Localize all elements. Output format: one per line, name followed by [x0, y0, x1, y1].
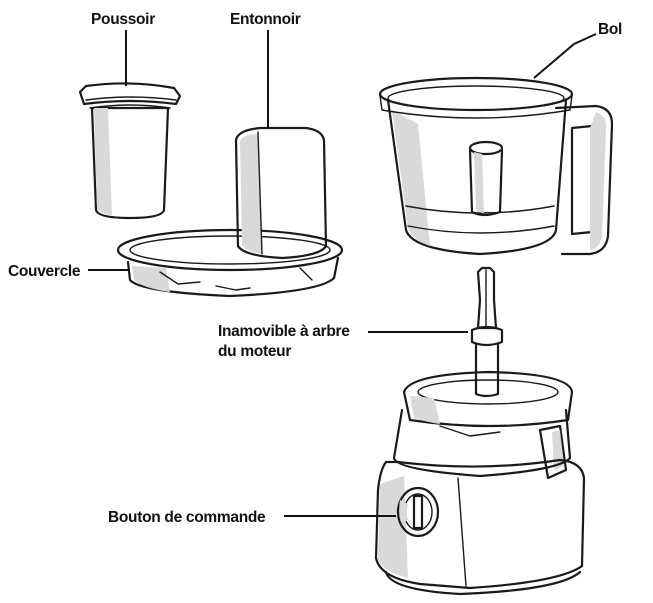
leader-bowl-2	[533, 43, 575, 79]
motor-base-part	[374, 370, 586, 596]
bowl-part	[378, 76, 614, 256]
leader-bowl	[573, 33, 597, 45]
pusher-part	[78, 82, 182, 220]
label-cover: Couvercle	[8, 263, 81, 280]
label-pusher: Poussoir	[91, 11, 155, 28]
label-control-knob: Bouton de commande	[108, 509, 266, 526]
label-feed-tube: Entonnoir	[230, 11, 301, 28]
label-shaft-line1: Inamovible à arbre	[218, 323, 350, 340]
shaft-part	[470, 266, 504, 398]
feed-tube-part	[234, 126, 328, 260]
label-bowl: Bol	[598, 21, 622, 38]
label-shaft-line2: du moteur	[218, 343, 291, 360]
cover-part	[116, 228, 344, 298]
